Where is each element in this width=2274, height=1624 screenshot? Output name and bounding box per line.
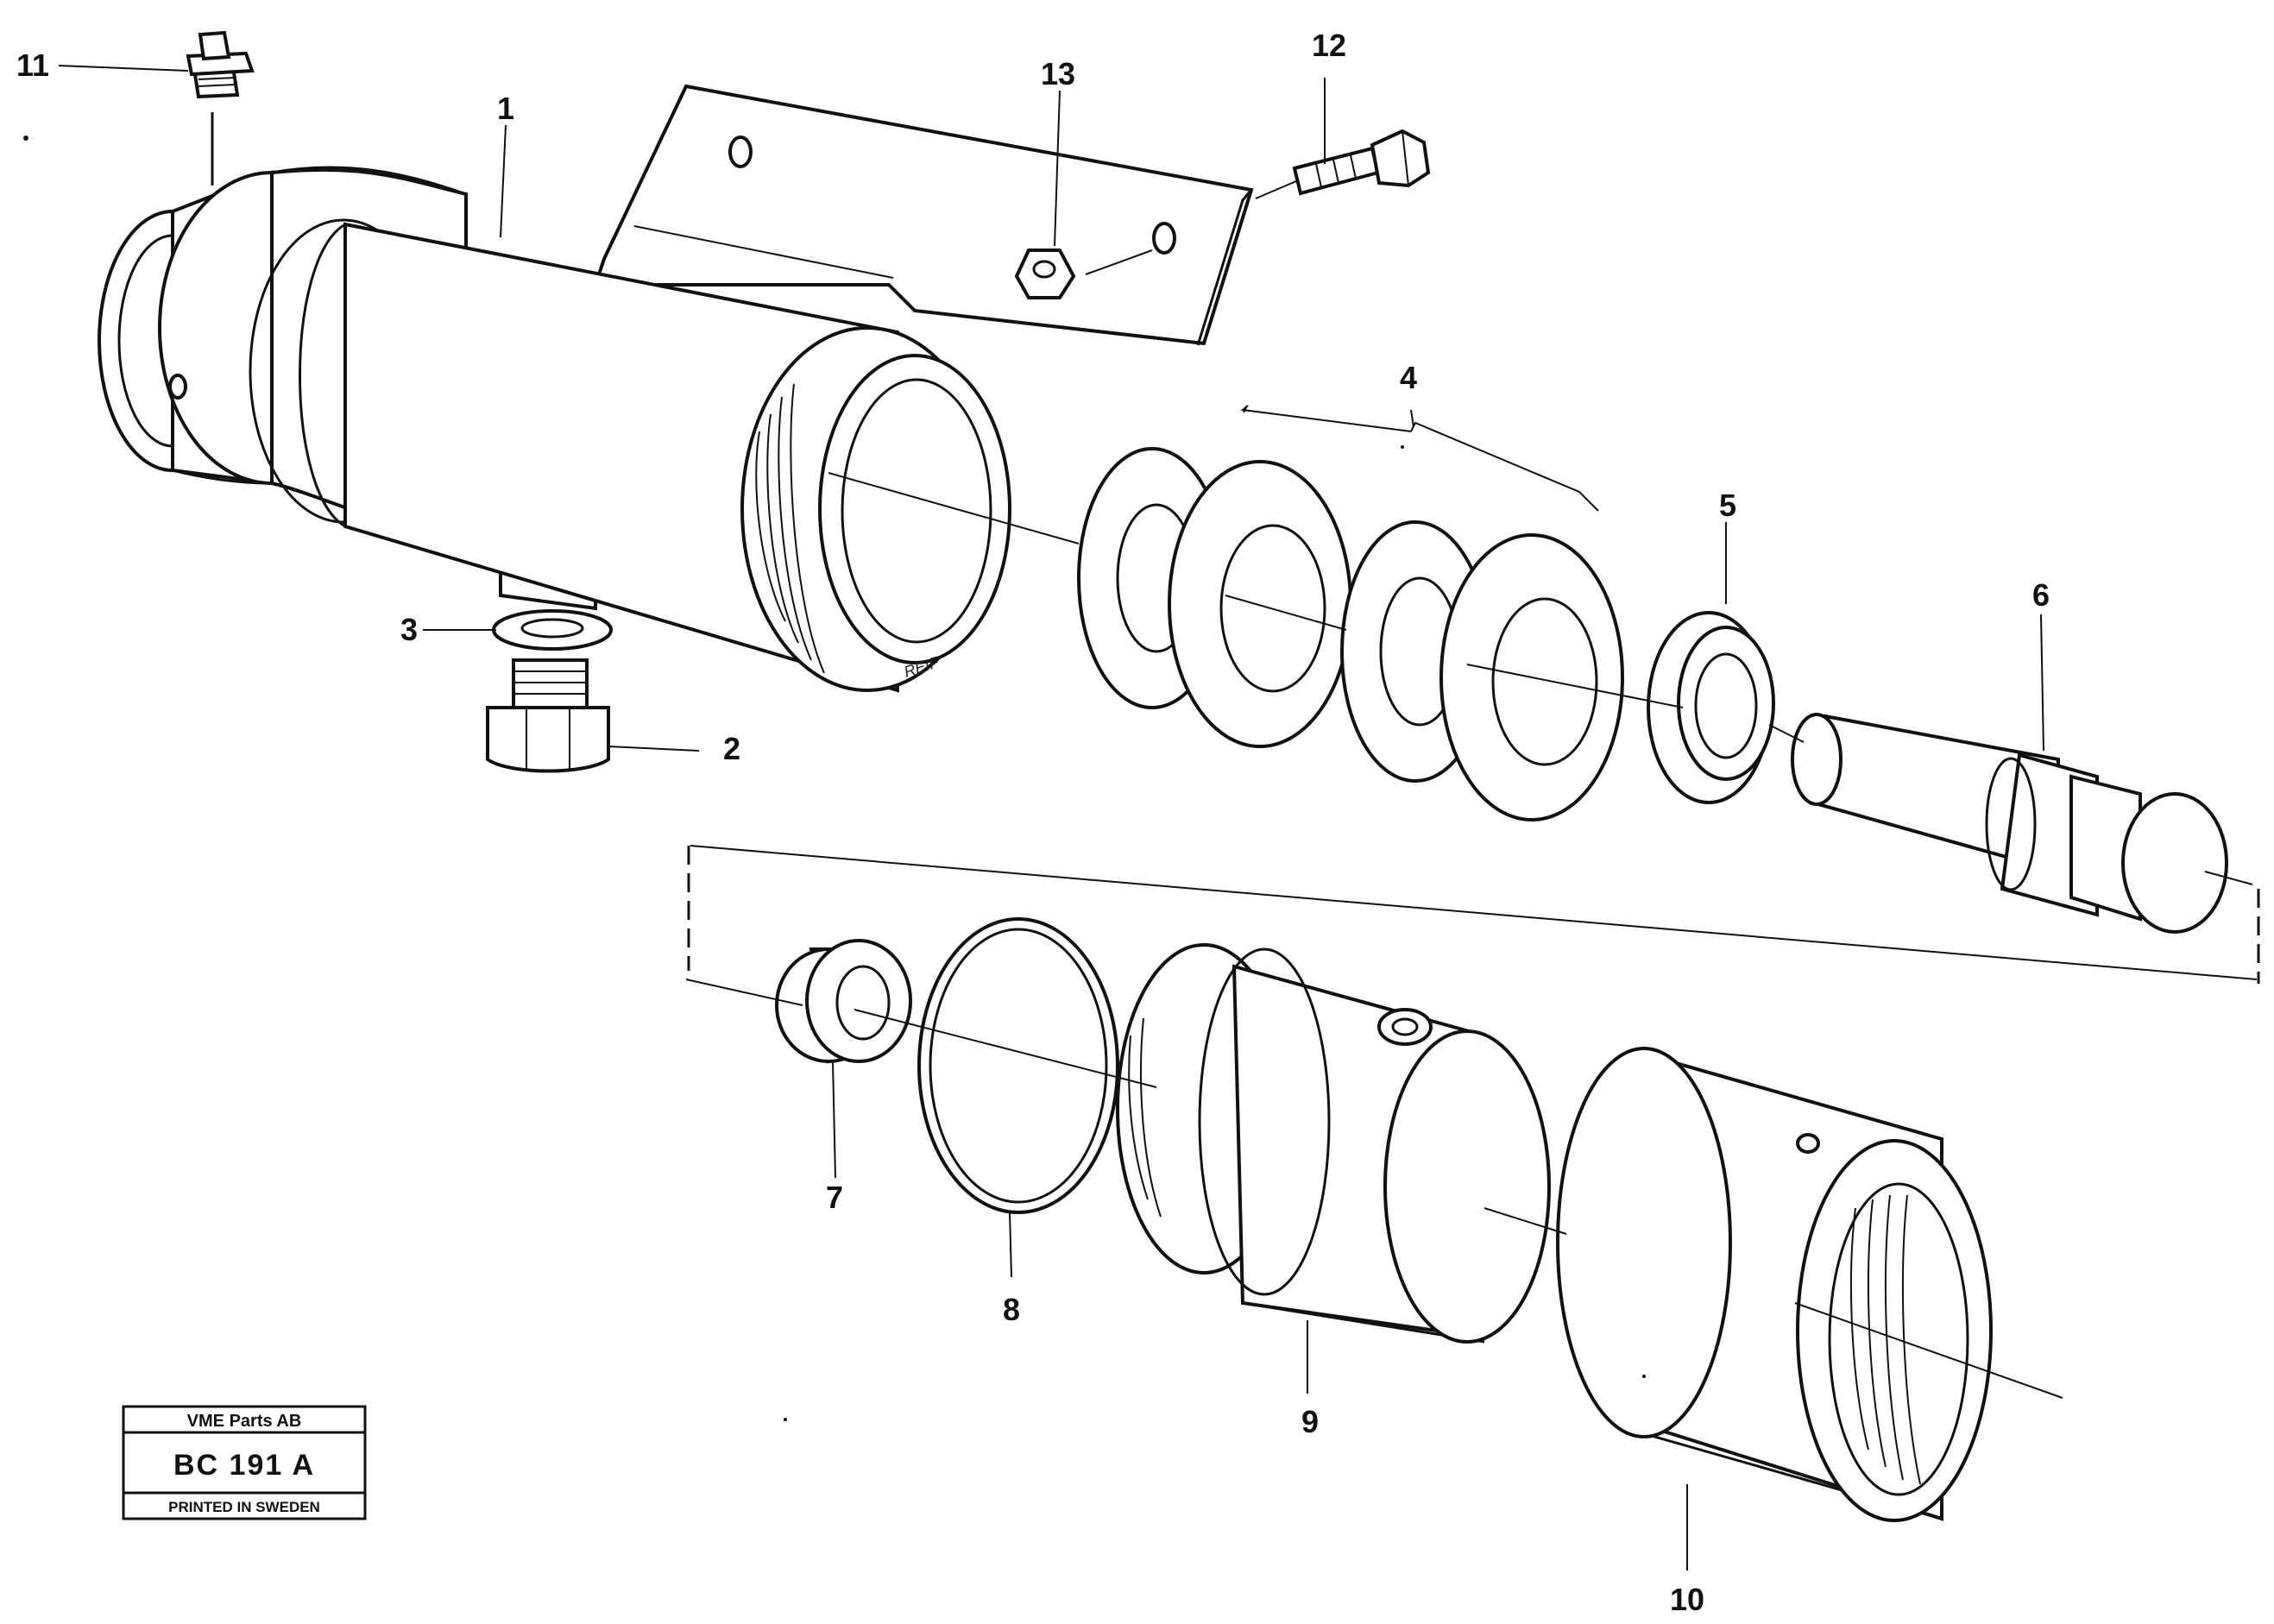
cylinder-head bbox=[1116, 943, 1551, 1344]
flange-nut bbox=[1014, 249, 1076, 299]
sealing-washer bbox=[492, 609, 613, 651]
callout-12: 12 bbox=[1312, 28, 1346, 63]
callout-numbers: 1 2 3 4 5 6 7 8 9 10 11 12 13 bbox=[16, 28, 2050, 1617]
callout-4: 4 bbox=[1400, 360, 1417, 395]
callout-13: 13 bbox=[1041, 56, 1075, 91]
leader-lines bbox=[58, 65, 2044, 1570]
axis-lines bbox=[685, 180, 2260, 1399]
plug-screw bbox=[486, 658, 610, 773]
stamp-code: BC 191 A bbox=[173, 1449, 315, 1482]
callout-7: 7 bbox=[826, 1180, 843, 1215]
end-cap-nut bbox=[1556, 1047, 1993, 1522]
o-ring bbox=[917, 917, 1119, 1214]
callout-3: 3 bbox=[400, 612, 418, 647]
seal-kit bbox=[1077, 447, 1624, 821]
hex-bolt bbox=[1292, 129, 1431, 196]
guide-bushing bbox=[775, 939, 912, 1064]
callout-2: 2 bbox=[723, 731, 740, 766]
callout-11: 11 bbox=[16, 47, 49, 83]
cylinder-tube: REIF bbox=[98, 84, 1254, 693]
callout-10: 10 bbox=[1670, 1582, 1704, 1617]
callout-1: 1 bbox=[497, 91, 514, 126]
title-stamp: VME Parts AB BC 191 A PRINTED IN SWEDEN bbox=[122, 1405, 367, 1520]
stamp-company: VME Parts AB bbox=[187, 1412, 302, 1431]
wiper-ring bbox=[1647, 611, 1775, 804]
callout-5: 5 bbox=[1719, 488, 1736, 523]
callout-9: 9 bbox=[1301, 1404, 1319, 1439]
callout-6: 6 bbox=[2032, 577, 2050, 613]
piston-rod bbox=[1791, 713, 2228, 934]
callout-8: 8 bbox=[1003, 1292, 1020, 1327]
bleed-nipple bbox=[186, 30, 255, 186]
stamp-printed: PRINTED IN SWEDEN bbox=[168, 1499, 320, 1515]
